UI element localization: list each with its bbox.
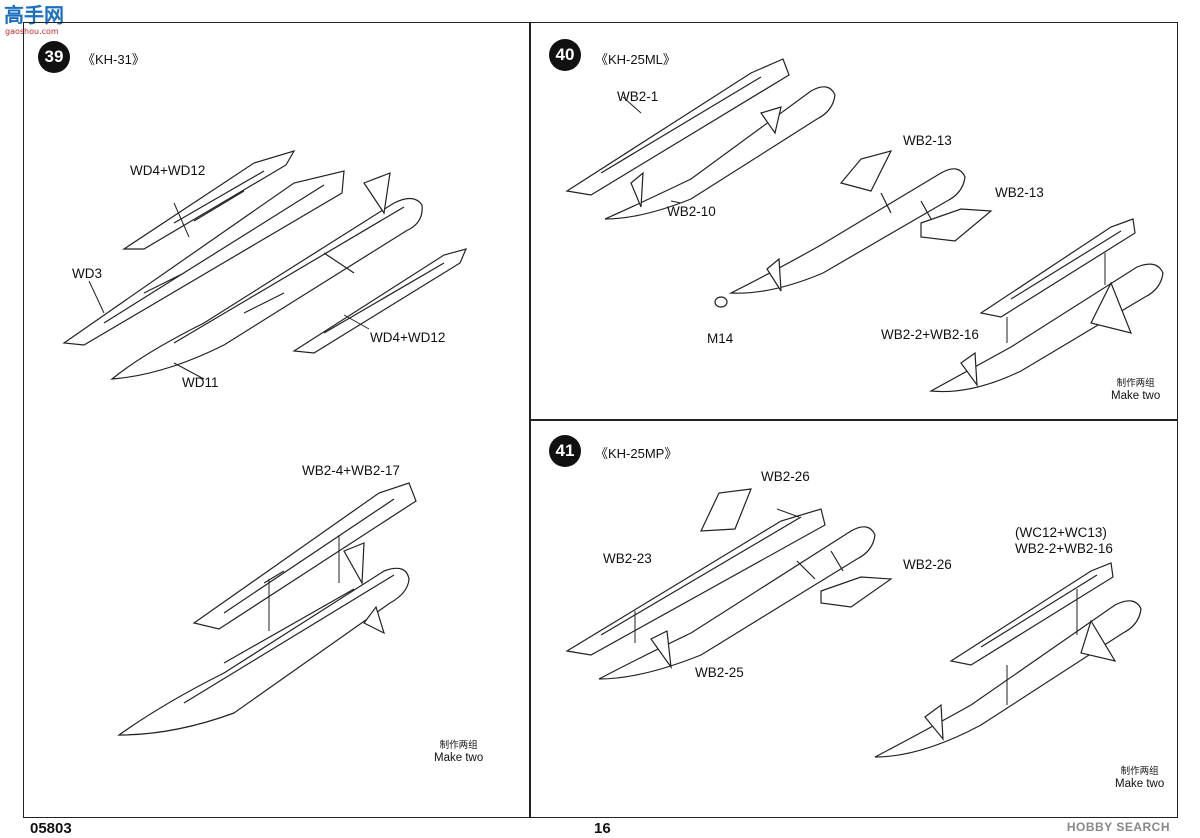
- make-two-cn: 制作两组: [1120, 766, 1159, 777]
- label-wb2-10: WB2-10: [667, 204, 716, 219]
- product-code: 05803: [30, 820, 72, 837]
- label-wb2-23: WB2-23: [603, 551, 652, 566]
- make-two-note: 制作两组 Make two: [434, 739, 483, 765]
- step-number-badge: 40: [549, 39, 581, 71]
- label-wd4-wd12-top: WD4+WD12: [130, 163, 206, 178]
- logo-url: gaoshou.com: [5, 27, 59, 36]
- label-wb2-13-b: WB2-13: [995, 185, 1044, 200]
- label-wb2-2-wb2-16: WB2-2+WB2-16: [1015, 541, 1113, 556]
- label-wb2-13-a: WB2-13: [903, 133, 952, 148]
- label-wd11: WD11: [182, 375, 219, 390]
- step-39-panel: 39 《KH-31》: [23, 22, 530, 818]
- step-number-badge: 39: [38, 41, 70, 73]
- make-two-note: 制作两组 Make two: [1115, 765, 1164, 791]
- make-two-en: Make two: [434, 752, 484, 764]
- label-wb2-1: WB2-1: [617, 89, 659, 104]
- step-title: 《KH-25MP》: [595, 446, 678, 461]
- step-40-panel: 40 《KH-25ML》: [530, 22, 1178, 420]
- step-41-panel: 41 《KH-25MP》 WB2-26 WB2-23: [530, 420, 1178, 818]
- watermark: HOBBY SEARCH: [1066, 820, 1170, 834]
- step-number-badge: 41: [549, 435, 581, 467]
- label-wb2-4-wb2-17: WB2-4+WB2-17: [302, 463, 400, 478]
- site-logo: 高手网 gaoshou.com: [2, 0, 66, 38]
- kh25mp-assembly-drawing: [565, 488, 1142, 758]
- label-wb2-26-b: WB2-26: [903, 557, 952, 572]
- make-two-cn: 制作两组: [1116, 378, 1155, 389]
- label-wd3: WD3: [72, 266, 102, 281]
- kh31-assembly-drawing: [62, 149, 468, 736]
- make-two-cn: 制作两组: [439, 740, 478, 751]
- page-number: 16: [594, 820, 611, 837]
- logo-text: 高手网: [4, 3, 64, 27]
- label-wc12-wc13: (WC12+WC13): [1015, 525, 1107, 540]
- make-two-en: Make two: [1111, 390, 1161, 402]
- step-title: 《KH-31》: [82, 52, 145, 67]
- kh25ml-assembly-drawing: [565, 58, 1164, 393]
- step-title: 《KH-25ML》: [595, 52, 676, 67]
- label-wd4-wd12-right: WD4+WD12: [370, 330, 446, 345]
- label-m14: M14: [707, 331, 734, 346]
- label-wb2-26-a: WB2-26: [761, 469, 810, 484]
- label-wb2-25: WB2-25: [695, 665, 744, 680]
- make-two-en: Make two: [1115, 778, 1165, 790]
- make-two-note: 制作两组 Make two: [1111, 377, 1160, 403]
- label-wb2-2-wb2-16: WB2-2+WB2-16: [881, 327, 979, 342]
